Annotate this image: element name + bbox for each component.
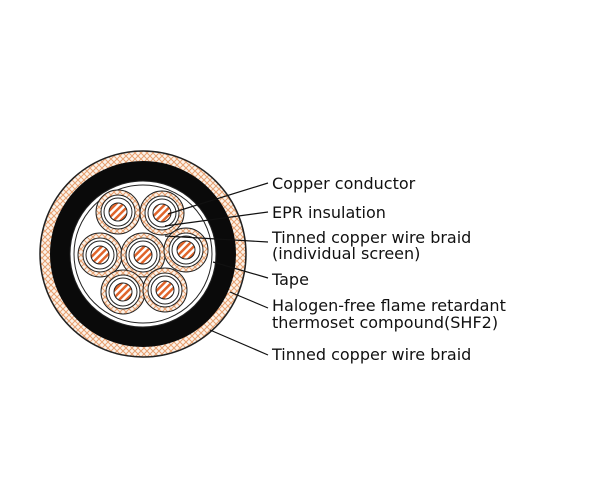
core (142, 267, 188, 313)
copper-conductor (108, 202, 128, 222)
core (95, 189, 141, 235)
leader-lines (164, 182, 269, 356)
core (163, 227, 209, 273)
label-sheath-2: thermoset compound(SHF2) (272, 313, 499, 332)
label-outer-braid: Tinned copper wire braid (272, 345, 472, 364)
label-individual-screen-1: Tinned copper wire braid (272, 228, 472, 247)
copper-conductor (90, 245, 110, 265)
core (77, 232, 123, 278)
label-individual-screen-2: (individual screen) (272, 244, 421, 263)
label-sheath-1: Halogen-free flame retardant (272, 296, 506, 315)
copper-conductor (152, 203, 172, 223)
core (139, 190, 185, 236)
cores (77, 189, 209, 315)
label-tape: Tape (272, 270, 309, 289)
copper-conductor (176, 240, 196, 260)
core (100, 269, 146, 315)
label-epr-insulation: EPR insulation (272, 203, 386, 222)
copper-conductor (113, 282, 133, 302)
label-copper-conductor: Copper conductor (272, 174, 416, 193)
copper-conductor (155, 280, 175, 300)
copper-conductor (133, 245, 153, 265)
core (120, 232, 166, 278)
